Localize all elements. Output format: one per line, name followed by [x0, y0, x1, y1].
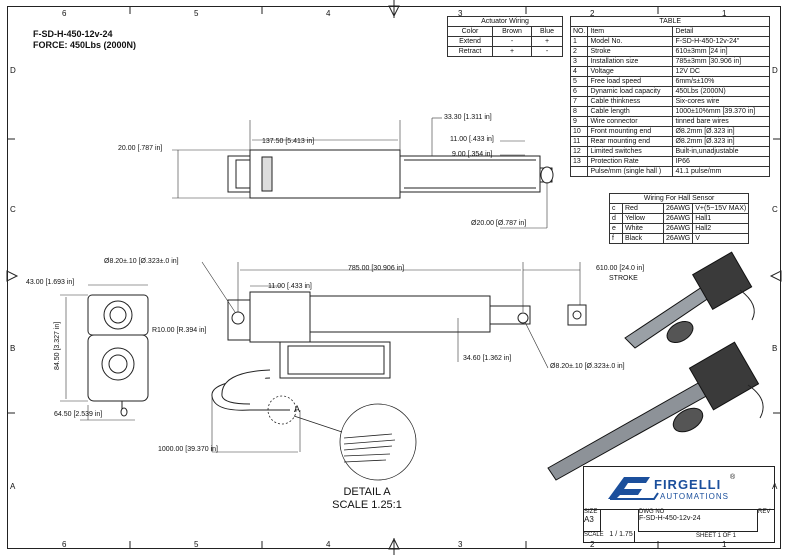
- zone-top-1: 1: [722, 9, 727, 18]
- zone-left-d: D: [10, 66, 16, 75]
- brand-subtitle: AUTOMATIONS: [660, 492, 729, 501]
- force-rating: FORCE: 450Lbs (2000N): [33, 40, 137, 50]
- size-value: A3: [584, 515, 594, 524]
- brand-registered: ®: [730, 474, 736, 481]
- zone-right-b: B: [772, 344, 778, 353]
- zone-bottom-2: 2: [590, 540, 595, 549]
- part-number: F-SD-H-450-12v-24: [33, 29, 113, 39]
- actuator-render-lower: [547, 341, 764, 481]
- logo-area: FIRGELLI ® AUTOMATIONS: [584, 467, 774, 510]
- dim-front-height: 84.50 [3.327 in]: [54, 321, 61, 370]
- zone-left-b: B: [10, 344, 16, 353]
- title-block: FIRGELLI ® AUTOMATIONS SIZE A3 DWG NO F-…: [583, 466, 775, 543]
- dwg-label: DWG NO: [639, 509, 665, 515]
- dim-cable-length: 1000.00 [39.370 in]: [158, 446, 218, 453]
- dwg-number: F-SD-H-450-12v-24: [639, 515, 701, 522]
- dim-rod-diameter: Ø20.00 [Ø.787 in]: [471, 220, 527, 227]
- zone-top-5: 5: [194, 9, 199, 18]
- dim-front-total: 64.50 [2.539 in]: [54, 411, 103, 418]
- stroke-end-block: [567, 304, 587, 326]
- scale-value: 1 / 1.75: [609, 531, 633, 538]
- zone-top-2: 2: [590, 9, 595, 18]
- zone-top-6: 6: [62, 9, 67, 18]
- dim-height: 20.00 [.787 in]: [118, 145, 163, 152]
- zone-bottom-3: 3: [458, 540, 463, 549]
- sheet-info: SHEET 1 OF 1: [696, 533, 736, 539]
- spec-cell: 41.1 pulse/mm: [672, 166, 771, 177]
- dim-rear-radius: R10.00 [R.394 in]: [152, 327, 207, 334]
- drawing-heading: F-SD-H-450-12v-24 FORCE: 450Lbs (2000N): [33, 29, 136, 51]
- centering-marks: [6, 0, 782, 555]
- hall-cell: 26AWG: [662, 233, 694, 244]
- zone-bottom-1: 1: [722, 540, 727, 549]
- firgelli-logo-icon: [608, 477, 659, 500]
- actuator-render-upper: [624, 251, 755, 349]
- brand-name: FIRGELLI: [654, 477, 722, 492]
- dim-installation-length: 785.00 [30.906 in]: [348, 265, 405, 272]
- zone-right-c: C: [772, 205, 778, 214]
- wiring-row-retract: Retract + -: [447, 46, 563, 57]
- detail-title: DETAIL A SCALE 1.25:1: [312, 486, 422, 512]
- side-view-actuator: [211, 291, 531, 411]
- zone-right-d: D: [772, 66, 778, 75]
- size-label: SIZE: [584, 509, 598, 515]
- scale-label: SCALE: [584, 532, 604, 538]
- dim-stroke: 610.00 [24.0 in]: [596, 265, 645, 272]
- detail-scale: SCALE 1.25:1: [332, 499, 402, 511]
- zone-left-a: A: [10, 482, 16, 491]
- dim-front-hole: Ø8.20±.10 [Ø.323±.0 in]: [550, 363, 625, 370]
- front-view-actuator: [87, 294, 149, 417]
- zone-top-3: 3: [458, 9, 463, 18]
- dim-rod-hole-offset: 9.00 [.354 in]: [452, 151, 493, 158]
- zone-bottom-4: 4: [326, 540, 331, 549]
- wiring-cell: -: [531, 46, 563, 57]
- spec-row: Pulse/mm (single hall )41.1 pulse/mm: [569, 166, 771, 177]
- dwg-cell: DWG NO F-SD-H-450-12v-24: [638, 509, 758, 532]
- spec-cell: [569, 166, 589, 177]
- dim-body-length: 137.50 [5.413 in]: [262, 138, 315, 145]
- zone-bottom-5: 5: [194, 540, 199, 549]
- rev-label: REV: [758, 509, 771, 515]
- dim-front-width: 43.00 [1.693 in]: [26, 279, 75, 286]
- scale-cell: SCALE 1 / 1.75: [584, 531, 635, 543]
- detail-marker: A: [294, 404, 301, 414]
- dim-rear-end-width: 11.00 [.433 in]: [268, 283, 312, 290]
- actuator-wiring-table: Actuator Wiring Color Brown Blue Extend …: [447, 16, 563, 57]
- dim-rod-end-length: 33.30 [1.311 in]: [444, 114, 492, 121]
- dim-stroke-label: STROKE: [609, 275, 638, 282]
- zone-top-4: 4: [326, 9, 331, 18]
- detail-label: DETAIL A: [343, 486, 391, 498]
- zone-bottom-6: 6: [62, 540, 67, 549]
- dim-rear-hole: Ø8.20±.10 [Ø.323±.0 in]: [104, 258, 179, 265]
- top-view-actuator: [227, 149, 554, 199]
- zone-left-c: C: [10, 205, 16, 214]
- size-cell: SIZE A3: [584, 509, 601, 532]
- dim-motor-offset: 34.60 [1.362 in]: [463, 355, 512, 362]
- detail-a-callout: [267, 395, 417, 481]
- hall-cell: V: [692, 233, 750, 244]
- dim-rod-end-width: 11.00 [.433 in]: [450, 136, 494, 143]
